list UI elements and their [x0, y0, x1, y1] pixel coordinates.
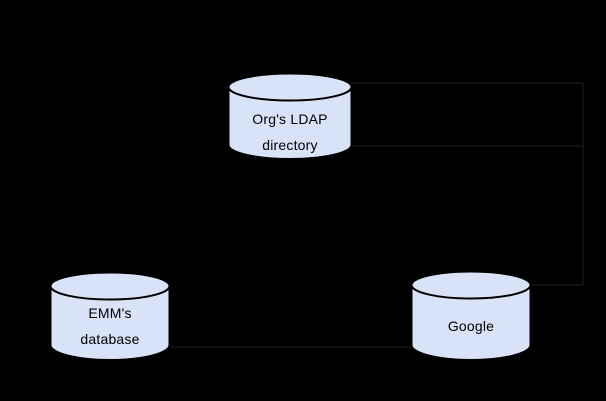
cylinder-top	[49, 271, 171, 301]
cylinder-body	[227, 87, 353, 160]
cylinder-body	[49, 286, 171, 361]
node-emms-database: EMM's database	[49, 271, 171, 364]
node-label-line2: database	[80, 331, 140, 347]
edge-ldap-to-google	[353, 82, 584, 286]
cylinder-top	[410, 270, 532, 300]
cylinder-top	[227, 72, 353, 102]
database-cylinder-icon	[227, 72, 353, 160]
database-cylinder-icon	[410, 270, 532, 361]
node-label-google: Google	[410, 313, 532, 339]
node-orgs-ldap-directory: Org's LDAP directory	[227, 72, 353, 162]
node-label-line1: Google	[447, 318, 495, 334]
node-label-line1: Org's LDAP	[252, 111, 328, 127]
node-label-emms-database: EMM's database	[49, 300, 171, 352]
database-cylinder-icon	[49, 271, 171, 361]
node-label-line2: directory	[262, 137, 318, 153]
node-label-line1: EMM's	[88, 305, 132, 321]
node-label-orgs-ldap-directory: Org's LDAP directory	[227, 106, 353, 158]
cylinder-body	[410, 285, 532, 361]
node-google: Google	[410, 270, 532, 364]
